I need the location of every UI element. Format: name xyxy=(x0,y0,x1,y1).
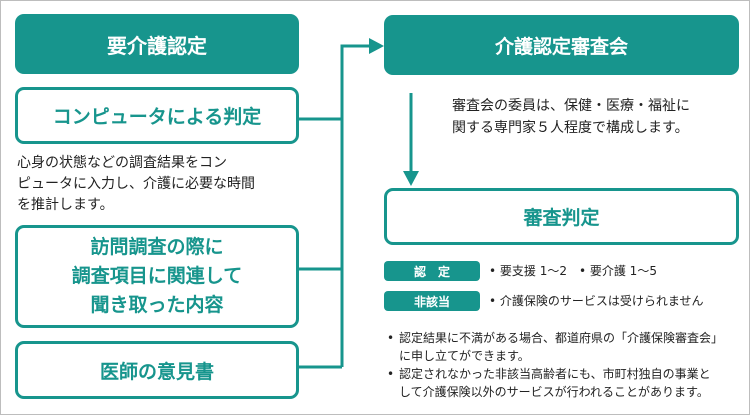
note-line: 認定結果に不満がある場合、都道府県の「介護保険審査会」 xyxy=(399,331,724,345)
note-line: 認定されなかった非該当高齢者にも、市町村独自の事業と xyxy=(399,367,711,381)
description-line: を推計します。 xyxy=(17,197,114,213)
result-text-certified: • 要支援 1〜2 • 要介護 1〜5 xyxy=(489,264,657,278)
description-line: ピュータに入力し、介護に必要な時間 xyxy=(17,176,255,192)
computer-judgement-label: コンピュータによる判定 xyxy=(52,106,262,128)
connector-trunk xyxy=(340,44,373,367)
description-line: 審査会の委員は、保健・医療・福祉に xyxy=(452,98,690,114)
computer-judgement-description: 心身の状態などの調査結果をコン ピュータに入力し、介護に必要な時間 を推計します… xyxy=(17,153,307,216)
care-need-certification-header: 要介護認定 xyxy=(15,14,299,74)
review-judgement-label: 審査判定 xyxy=(523,207,600,229)
doctor-opinion-box: 医師の意見書 xyxy=(15,341,299,399)
certification-committee-title: 介護認定審査会 xyxy=(494,35,628,58)
result-tag-certified: 認 定 xyxy=(384,261,480,281)
result-text-not-applicable: • 介護保険のサービスは受けられません xyxy=(489,294,704,308)
note-line: に申し立てができます。 xyxy=(399,349,530,363)
arrowhead-to-committee xyxy=(369,38,384,54)
description-line: 関する専門家５人程度で構成します。 xyxy=(452,120,689,136)
note-line: して介護保険以外のサービスが行われることがあります。 xyxy=(399,385,709,399)
care-need-certification-title: 要介護認定 xyxy=(107,33,207,58)
notes-list: • 認定結果に不満がある場合、都道府県の「介護保険審査会」 に申し立てができます… xyxy=(387,329,743,401)
certification-committee-header: 介護認定審査会 xyxy=(384,15,739,75)
doctor-opinion-label: 医師の意見書 xyxy=(99,360,214,383)
survey-line: 聞き取った内容 xyxy=(90,294,224,316)
survey-line: 調査項目に関連して xyxy=(71,265,243,287)
description-line: 心身の状態などの調査結果をコン xyxy=(17,155,227,171)
bullet: • xyxy=(387,367,395,381)
computer-judgement-box: コンピュータによる判定 xyxy=(15,87,299,144)
note-item: • 認定結果に不満がある場合、都道府県の「介護保険審査会」 に申し立てができます… xyxy=(387,329,743,365)
note-item: • 認定されなかった非該当高齢者にも、市町村独自の事業と して介護保険以外のサー… xyxy=(387,365,743,401)
committee-description: 審査会の委員は、保健・医療・福祉に 関する専門家５人程度で構成します。 xyxy=(452,95,742,139)
bullet: • xyxy=(387,331,395,345)
review-judgement-box: 審査判定 xyxy=(384,188,739,245)
survey-line: 訪問調査の際に xyxy=(90,236,224,258)
arrowhead-to-judgement xyxy=(403,171,419,186)
result-tag-not-applicable: 非該当 xyxy=(384,291,480,311)
home-visit-survey-box: 訪問調査の際に 調査項目に関連して 聞き取った内容 xyxy=(15,225,299,328)
